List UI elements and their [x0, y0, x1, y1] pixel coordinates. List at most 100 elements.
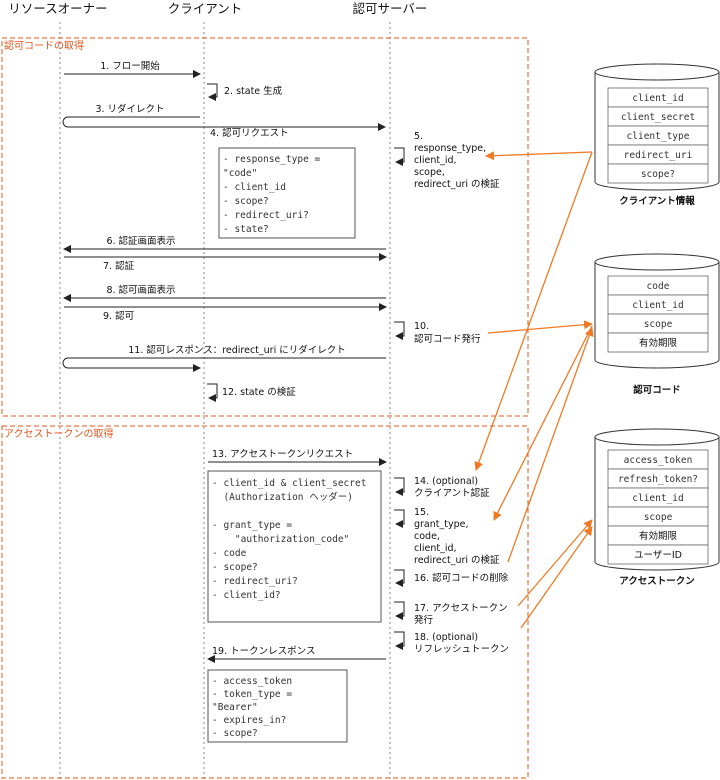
token-response-params-box — [207, 669, 348, 743]
flow-client-info-to-step14 — [474, 151, 593, 471]
step-16-label: 16. 認可コードの削除 — [414, 572, 509, 584]
section-frame-auth-code — [1, 37, 529, 417]
step-10-line: 認可コード発行 — [414, 333, 481, 345]
db-access-token: access_token refresh_token? client_id sc… — [594, 428, 720, 587]
flow-auth-code-to-step15 — [493, 325, 593, 521]
param-line: - expires_in? — [212, 715, 286, 726]
param-line: - response_type = — [223, 154, 321, 165]
step-18-line: リフレッシュトークン — [414, 644, 509, 655]
db-field-label: code — [647, 281, 670, 292]
step-15-arrow — [394, 509, 405, 528]
step-2-arrow — [207, 83, 218, 101]
step-5-line: client_id, — [414, 155, 457, 166]
step-12-arrow — [207, 383, 218, 402]
step-6-label: 6. 認証画面表示 — [106, 235, 175, 247]
step-17-line: 17. アクセストークン — [414, 603, 508, 614]
db-field — [607, 163, 709, 184]
param-line: - access_token — [212, 676, 292, 687]
step-2-label: 2. state 生成 — [224, 85, 283, 97]
flow-step10-to-auth-code — [487, 320, 593, 334]
auth-request-params: - response_type = "code" - client_id - s… — [223, 154, 321, 235]
step-12-label: 12. state の検証 — [222, 386, 296, 398]
db-field-label: client_id — [632, 300, 683, 311]
section-title-access-token: アクセストークンの取得 — [4, 428, 114, 440]
db-field-label: client_id — [632, 93, 683, 104]
param-line: "Bearer" — [212, 702, 258, 713]
param-line: - token_type = — [212, 689, 292, 700]
db-field-label: 有効期限 — [639, 337, 678, 349]
step-9-label: 9. 認可 — [103, 310, 134, 322]
param-line: - grant_type = — [212, 520, 292, 531]
db-field-label: scope — [644, 319, 673, 330]
db-field-label: client_id — [632, 493, 683, 504]
step-16-arrow — [394, 569, 405, 587]
param-line: (Authorization ヘッダー) — [212, 491, 353, 503]
step-11-label: 11. 認可レスポンス：redirect_uri にリダイレクト — [128, 344, 345, 356]
step-17-arrow — [394, 601, 405, 620]
step-14-arrow — [394, 477, 405, 496]
step-15-line: 15. — [414, 507, 429, 518]
step-11-arrow — [62, 357, 386, 372]
db-field-label: refresh_token? — [618, 474, 698, 485]
flow-step17-to-access-token — [517, 519, 593, 607]
db-auth-code-label: 認可コード — [633, 384, 681, 396]
db-auth-code: code client_id scope 有効期限 認可コード — [594, 253, 720, 396]
param-line: - scope? — [223, 196, 269, 207]
section-frame-access-token — [1, 425, 529, 779]
token-request-params-box — [207, 470, 382, 623]
flow-client-info-to-step5 — [485, 151, 593, 161]
step-15-line: redirect_uri の検証 — [414, 554, 500, 566]
auth-request-params-box — [218, 147, 356, 239]
section-title-auth-code: 認可コードの取得 — [4, 39, 84, 52]
token-response-params: - access_token - token_type = "Bearer" -… — [212, 676, 292, 739]
param-line: - client_id & client_secret — [212, 478, 366, 489]
step-15-line: grant_type, — [414, 519, 469, 530]
step-7-label: 7. 認証 — [103, 260, 135, 272]
step-15-line: code, — [414, 531, 440, 542]
param-line: - client_id? — [212, 590, 281, 601]
step-5-arrow — [394, 147, 405, 166]
actor-resource-owner: リソースオーナー — [8, 1, 107, 16]
step-10-arrow — [394, 321, 405, 340]
db-field — [607, 332, 709, 353]
step-4-label: 4. 認可リクエスト — [210, 127, 289, 139]
step-15-line: client_id, — [414, 543, 457, 554]
token-request-params: - client_id & client_secret (Authorizati… — [212, 478, 366, 601]
db-field-label: redirect_uri — [624, 150, 693, 161]
db-client-info-label: クライアント情報 — [619, 195, 695, 207]
step-1-label: 1. フロー開始 — [100, 60, 160, 72]
db-field-label: client_secret — [621, 112, 695, 123]
db-field-label: scope — [644, 512, 673, 523]
db-field-label: ユーザーID — [634, 550, 682, 561]
step-3-arrow — [62, 116, 386, 131]
db-field-label: client_type — [627, 131, 690, 142]
db-client-info: client_id client_secret client_type redi… — [594, 63, 720, 207]
step-14-line: 14. (optional) — [414, 476, 478, 487]
step-5-label: 5. response_type, client_id, scope, redi… — [414, 131, 500, 190]
step-18-line: 18. (optional) — [414, 632, 478, 643]
db-field-label: scope? — [641, 169, 675, 180]
param-line: "code" — [223, 168, 257, 179]
step-19-label: 19. トークンレスポンス — [212, 646, 315, 657]
flow-step16-to-auth-code — [507, 327, 594, 563]
step-13-label: 13. アクセストークンリクエスト — [212, 449, 353, 460]
step-18-arrow — [394, 631, 405, 650]
param-line: - scope? — [212, 728, 258, 739]
param-line: "authorization_code" — [212, 534, 349, 545]
step-5-line: redirect_uri の検証 — [414, 178, 500, 190]
step-5-line: 5. — [414, 131, 423, 142]
step-15-label: 15. grant_type, code, client_id, redirec… — [414, 507, 500, 566]
step-10-line: 10. — [414, 321, 429, 332]
step-17-line: 発行 — [414, 614, 434, 626]
param-line: - state? — [223, 224, 269, 235]
param-line: - redirect_uri? — [212, 576, 298, 587]
db-field-label: access_token — [624, 455, 693, 466]
step-5-line: response_type, — [414, 143, 486, 154]
db-access-token-label: アクセストークン — [619, 576, 695, 587]
param-line: - redirect_uri? — [223, 210, 309, 221]
param-line: - client_id — [223, 182, 286, 193]
actor-auth-server: 認可サーバー — [353, 1, 428, 16]
step-3-label: 3. リダイレクト — [95, 103, 164, 115]
param-line: - scope? — [212, 562, 258, 573]
param-line: - code — [212, 548, 247, 559]
